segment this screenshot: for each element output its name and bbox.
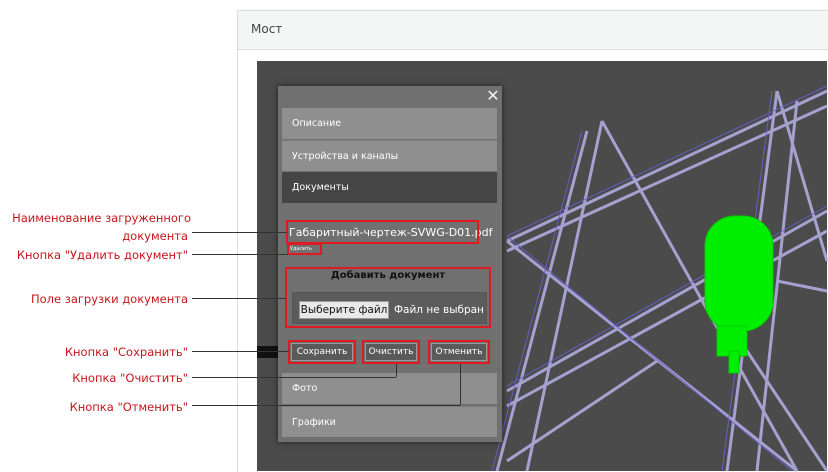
leader-cancel	[192, 405, 460, 406]
truss-structure-render	[257, 85, 828, 472]
menu-item-documents[interactable]: Документы	[282, 172, 497, 203]
annotation-clear-button: Кнопка "Очистить"	[72, 371, 188, 385]
annotation-doc-name-line1: Наименование загруженного	[12, 211, 191, 225]
menu-item-photo[interactable]: Фото	[282, 373, 497, 404]
choose-file-button[interactable]: Выберите файл	[299, 301, 389, 319]
highlight-delete	[287, 243, 322, 255]
highlight-doc-name	[286, 220, 479, 244]
annotation-cancel-button: Кнопка "Отменить"	[69, 400, 188, 414]
menu-item-devices-channels[interactable]: Устройства и каналы	[282, 140, 497, 171]
leader-clear	[192, 377, 396, 378]
leader-delete	[192, 254, 288, 255]
annotation-doc-name-line2: документа	[122, 229, 188, 243]
menu-item-description[interactable]: Описание	[282, 108, 497, 139]
leader-upload	[192, 298, 286, 299]
highlight-upload	[285, 267, 491, 328]
delete-document-button[interactable]: Удалить	[290, 246, 312, 252]
window-title: Мост	[251, 22, 283, 36]
save-button[interactable]: Сохранить	[291, 343, 353, 361]
highlight-clear	[362, 340, 420, 364]
leader-save	[192, 351, 289, 352]
add-document-title: Добавить документ	[330, 270, 446, 281]
clear-button[interactable]: Очистить	[365, 343, 417, 361]
annotation-upload-field: Поле загрузки документа	[30, 292, 188, 306]
window-header: Мост	[238, 11, 828, 50]
menu-item-graphs[interactable]: Графики	[282, 406, 497, 437]
cancel-button[interactable]: Отменить	[431, 343, 487, 361]
annotation-save-button: Кнопка "Сохранить"	[64, 345, 188, 359]
file-status-text: Файл не выбран	[394, 304, 484, 316]
leader-clear-vertical	[396, 364, 397, 377]
annotation-delete-button: Кнопка "Удалить документ"	[16, 248, 188, 262]
close-icon[interactable]: ✕	[486, 86, 500, 105]
uploaded-document-name[interactable]: Габаритный-чертеж-SVWG-D01.pdf	[289, 226, 493, 239]
leader-doc-name	[192, 232, 287, 233]
highlight-cancel	[428, 340, 490, 364]
highlight-save	[288, 340, 356, 364]
leader-cancel-vertical	[460, 364, 461, 405]
